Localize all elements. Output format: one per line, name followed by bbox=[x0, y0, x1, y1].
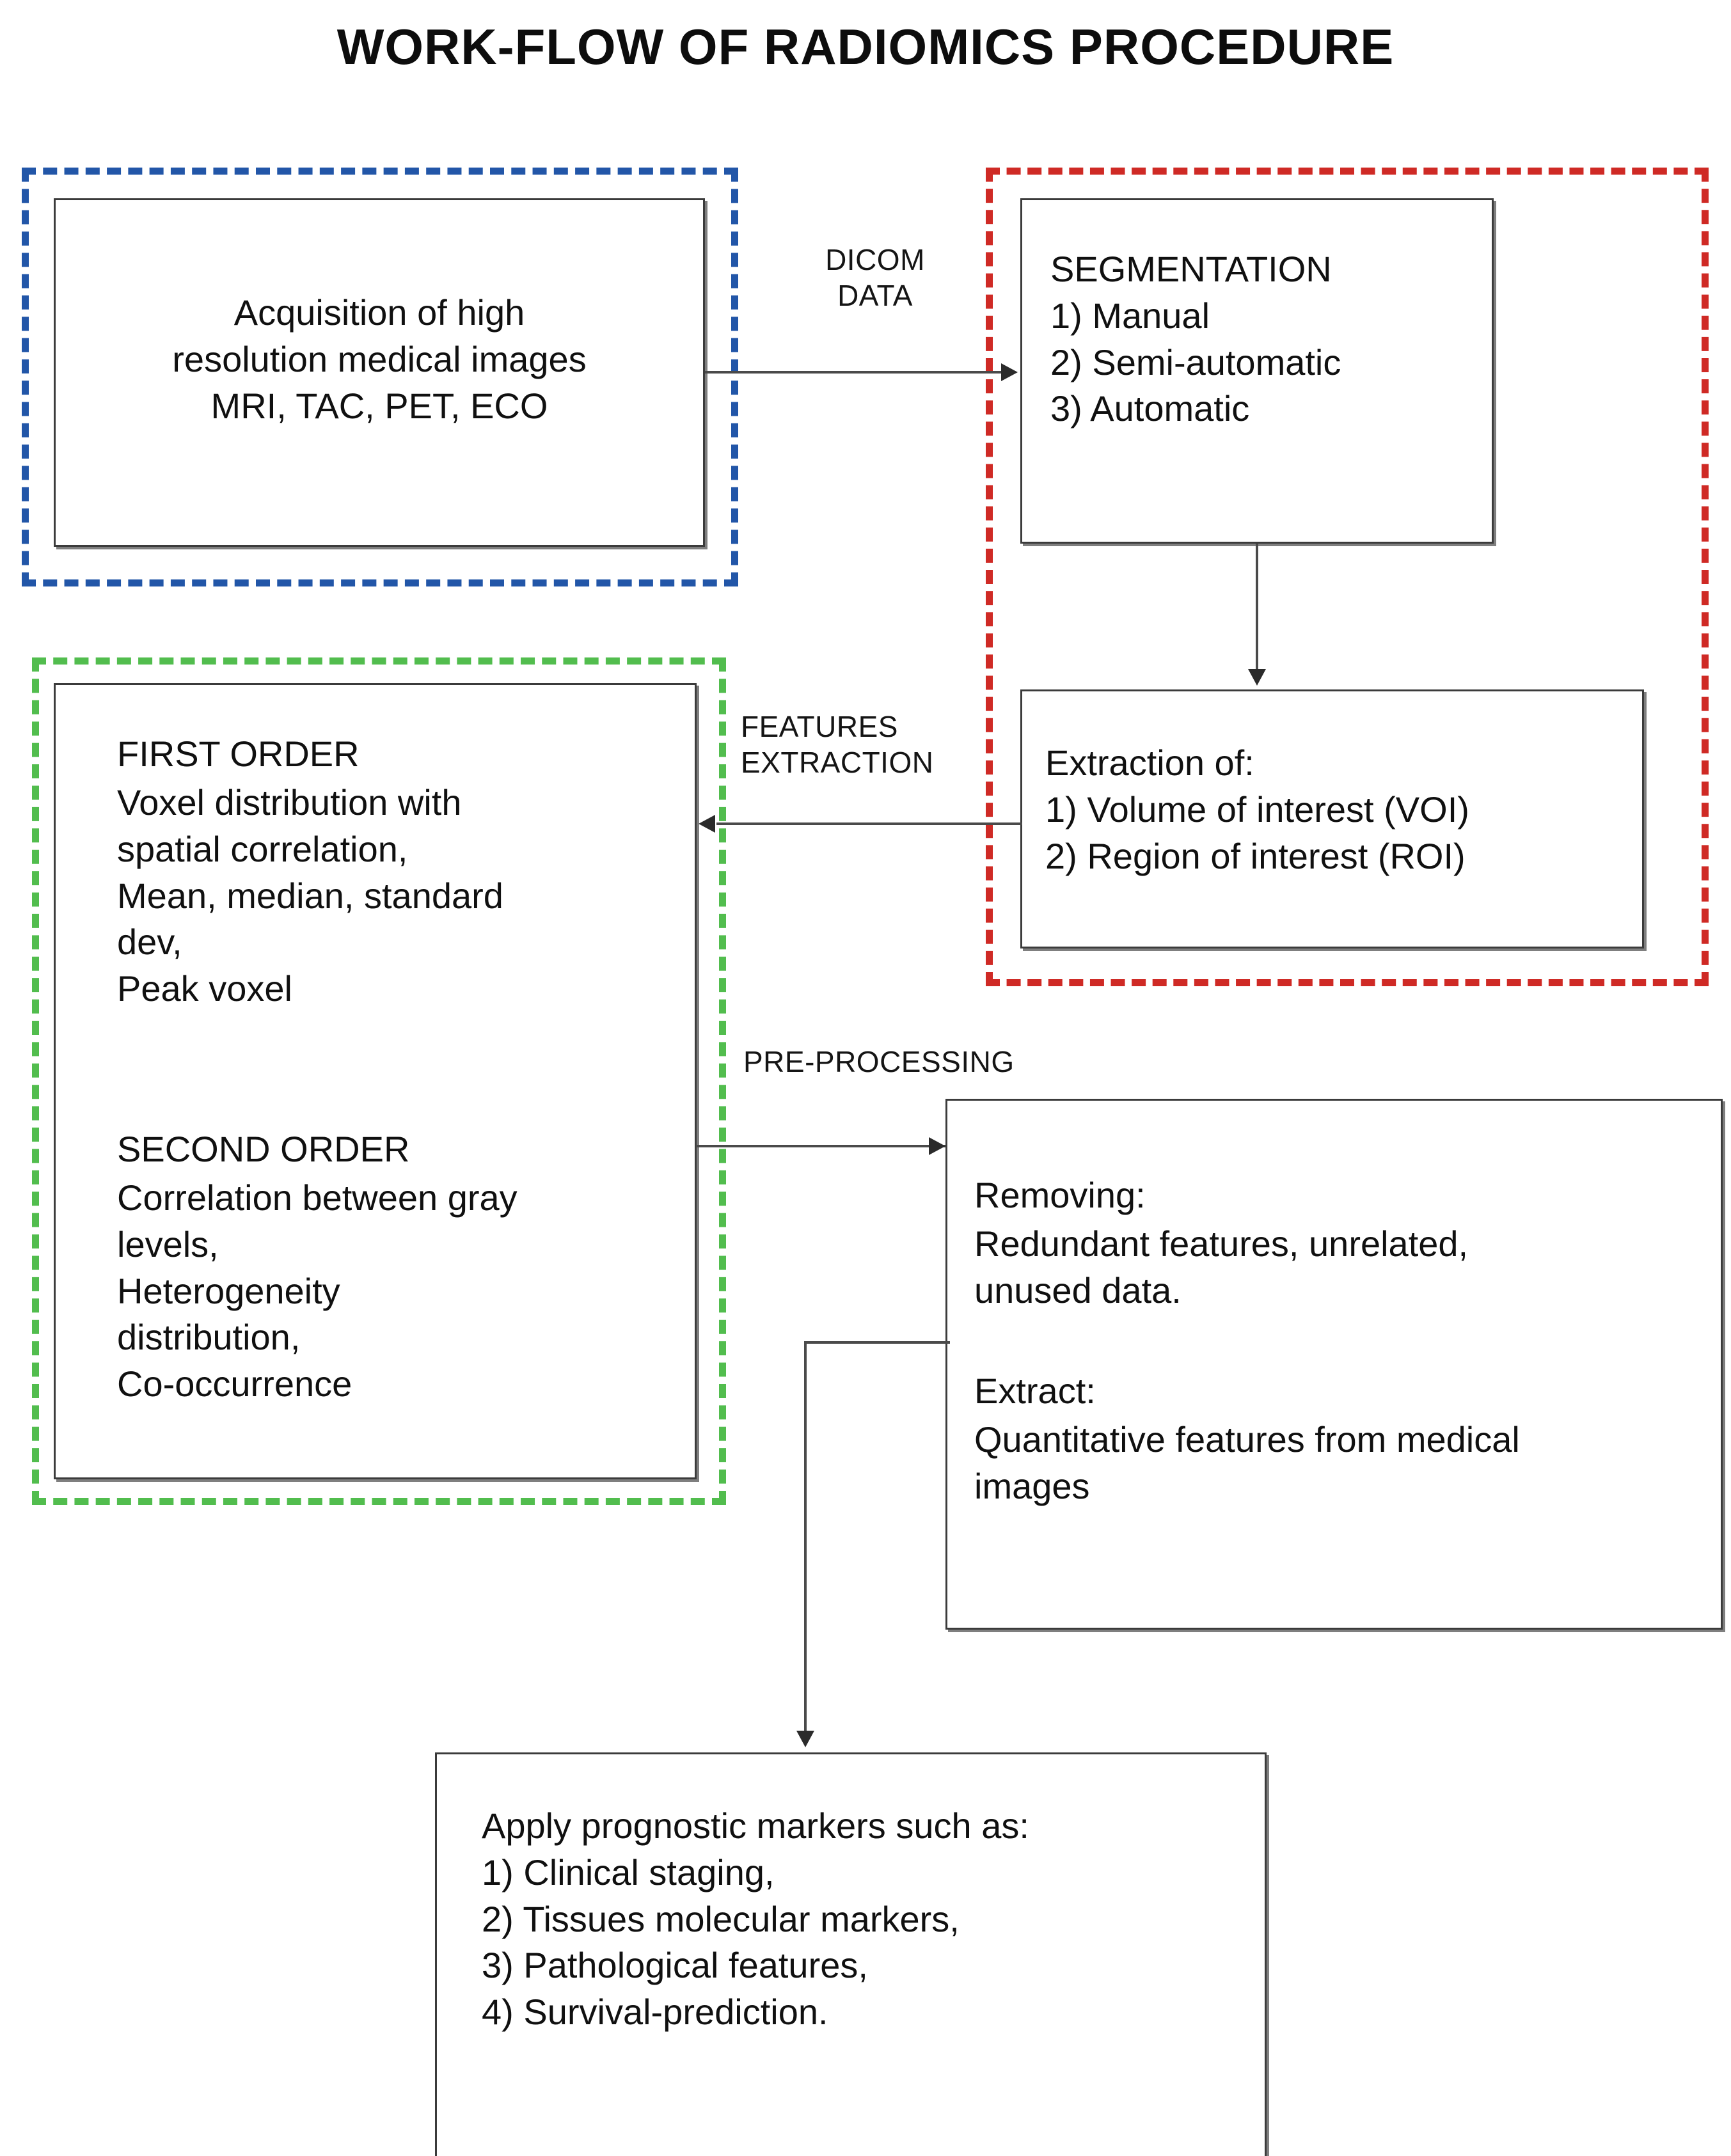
edge-label-dicom-data: DICOM DATA bbox=[825, 243, 925, 313]
node-second-order-heading: SECOND ORDER bbox=[117, 1129, 410, 1169]
node-acquisition: Acquisition of high resolution medical i… bbox=[54, 198, 705, 547]
node-prognostic-markers-text: Apply prognostic markers such as: 1) Cli… bbox=[482, 1806, 1029, 2033]
edge-label-features-extraction: FEATURES EXTRACTION bbox=[741, 710, 934, 780]
node-preprocessing-extract-text: Quantitative features from medical image… bbox=[974, 1419, 1520, 1506]
node-extraction: Extraction of: 1) Volume of interest (VO… bbox=[1020, 689, 1644, 948]
segmentation-group-frame bbox=[986, 168, 1709, 986]
diagram-title: WORK-FLOW OF RADIOMICS PROCEDURE bbox=[336, 19, 1395, 75]
arrow-down-icon-prognostic bbox=[796, 1731, 814, 1747]
arrow-left-icon-features-extraction bbox=[699, 815, 715, 833]
node-preprocessing-removing-heading: Removing: bbox=[974, 1175, 1146, 1215]
node-features: FIRST ORDER Voxel distribution with spat… bbox=[54, 683, 697, 1479]
edge-line-acquisition-to-segmentation bbox=[705, 371, 1002, 374]
node-segmentation-text: SEGMENTATION 1) Manual 2) Semi-automatic… bbox=[1050, 249, 1341, 429]
node-first-order-text: Voxel distribution with spatial correlat… bbox=[117, 782, 503, 1009]
edge-line-segmentation-to-extraction bbox=[1256, 544, 1258, 670]
node-preprocessing: Removing: Redundant features, unrelated,… bbox=[945, 1099, 1723, 1630]
node-prognostic-markers: Apply prognostic markers such as: 1) Cli… bbox=[435, 1752, 1267, 2156]
edge-label-pre-processing: PRE-PROCESSING bbox=[743, 1045, 1015, 1078]
node-second-order-text: Correlation between gray levels, Heterog… bbox=[117, 1177, 518, 1405]
node-preprocessing-removing-text: Redundant features, unrelated, unused da… bbox=[974, 1224, 1469, 1310]
arrow-right-icon-dicom bbox=[1001, 363, 1018, 381]
arrow-right-icon-pre-processing bbox=[929, 1137, 945, 1155]
node-acquisition-text: Acquisition of high resolution medical i… bbox=[172, 292, 587, 426]
node-first-order-heading: FIRST ORDER bbox=[117, 734, 360, 774]
edge-line-features-to-preprocessing bbox=[696, 1145, 945, 1147]
node-segmentation: SEGMENTATION 1) Manual 2) Semi-automatic… bbox=[1020, 198, 1494, 544]
edge-line-extraction-to-features bbox=[716, 822, 1022, 825]
edge-line-preprocessing-elbow-top bbox=[804, 1341, 950, 1344]
acquisition-group-frame bbox=[22, 168, 738, 586]
node-preprocessing-extract-heading: Extract: bbox=[974, 1371, 1096, 1411]
node-extraction-text: Extraction of: 1) Volume of interest (VO… bbox=[1045, 743, 1469, 876]
arrow-down-icon-segmentation bbox=[1248, 669, 1266, 686]
features-group-frame bbox=[32, 657, 726, 1505]
edge-line-preprocessing-elbow-down bbox=[804, 1341, 807, 1735]
